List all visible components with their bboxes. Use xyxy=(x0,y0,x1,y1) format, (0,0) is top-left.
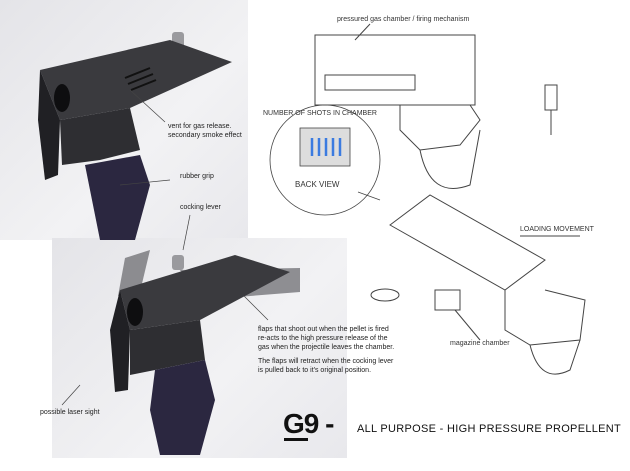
label-chamber: pressured gas chamber / firing mechanism xyxy=(337,16,470,23)
sketch-loading-view xyxy=(370,194,586,375)
label-magazine: magazine chamber xyxy=(450,340,510,347)
shot-indicator xyxy=(310,138,342,156)
flaps-line5: is pulled back to it's original position… xyxy=(258,367,372,374)
sketch-side-view xyxy=(314,23,558,189)
label-vent: vent for gas release. secondary smoke eff… xyxy=(168,122,242,140)
title-underline xyxy=(284,438,308,441)
label-flaps: flaps that shoot out when the pellet is … xyxy=(258,325,394,375)
flaps-line1: flaps that shoot out when the pellet is … xyxy=(258,326,389,333)
title: G9 - xyxy=(283,408,334,439)
flaps-line3: gas when the projectile leaves the chamb… xyxy=(258,344,395,351)
back-view-circle xyxy=(269,104,381,216)
flaps-line4: The flaps will retract when the cocking … xyxy=(258,358,394,365)
subtitle: ALL PURPOSE - HIGH PRESSURE PROPELLENT xyxy=(357,423,622,435)
label-shots: NUMBER OF SHOTS IN CHAMBER xyxy=(263,110,377,117)
label-laser: possible laser sight xyxy=(40,409,100,416)
flaps-line2: re-acts to the high pressure release of … xyxy=(258,335,388,342)
gun-render-top xyxy=(38,32,232,240)
label-grip: rubber grip xyxy=(180,173,214,180)
label-cocking: cocking lever xyxy=(180,204,221,211)
label-back-view: BACK VIEW xyxy=(295,180,340,189)
vent-line1: vent for gas release. xyxy=(168,123,232,130)
vent-line2: secondary smoke effect xyxy=(168,132,242,139)
gun-render-bottom xyxy=(110,250,300,455)
label-loading: LOADING MOVEMENT xyxy=(520,226,594,233)
